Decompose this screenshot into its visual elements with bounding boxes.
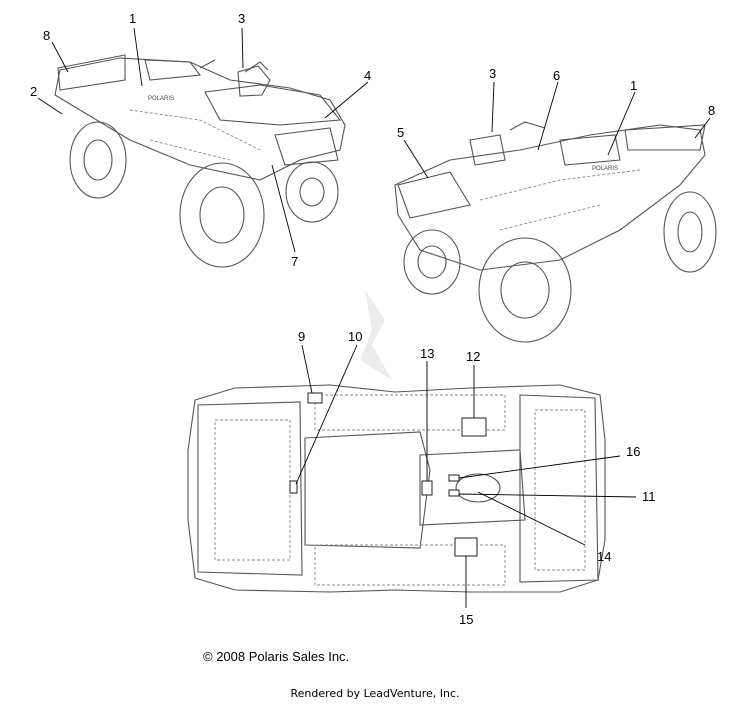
callout-3-left: 3 — [238, 11, 245, 26]
callout-1-left: 1 — [129, 11, 136, 26]
rendered-by-credit: Rendered by LeadVenture, Inc. — [290, 687, 460, 700]
decal-10-location — [289, 480, 298, 494]
callout-2: 2 — [30, 84, 37, 99]
leader-lines — [37, 27, 711, 608]
decal-11-location — [448, 489, 460, 497]
callout-labels: 1 3 8 2 4 7 3 6 1 5 8 9 10 13 12 16 11 1… — [30, 11, 715, 627]
watermark-logo — [360, 290, 392, 380]
callout-6: 6 — [553, 68, 560, 83]
callout-15: 15 — [459, 612, 473, 627]
callout-8-left: 8 — [43, 28, 50, 43]
callout-5: 5 — [397, 125, 404, 140]
decal-15-location — [454, 537, 478, 557]
callout-3-right: 3 — [489, 66, 496, 81]
callout-7: 7 — [291, 254, 298, 269]
decal-9-location — [307, 392, 323, 404]
callout-8-right: 8 — [708, 103, 715, 118]
brand-decal-left: POLARIS — [148, 96, 174, 102]
decal-16-location — [448, 474, 460, 482]
callout-4: 4 — [364, 68, 371, 83]
callout-11: 11 — [642, 489, 656, 504]
callout-13: 13 — [420, 346, 434, 361]
callout-12: 12 — [466, 349, 480, 364]
atv-right-view: POLARIS — [394, 121, 717, 343]
callout-10: 10 — [348, 329, 362, 344]
atv-left-view: POLARIS — [54, 54, 346, 268]
brand-decal-right: POLARIS — [592, 166, 618, 172]
callout-14: 14 — [597, 549, 611, 564]
atv-top-view — [187, 384, 606, 593]
decal-13-location — [421, 480, 433, 496]
callout-1-right: 1 — [630, 78, 637, 93]
copyright-notice: © 2008 Polaris Sales Inc. — [203, 649, 350, 664]
callout-9: 9 — [298, 329, 305, 344]
callout-16: 16 — [626, 444, 640, 459]
decal-12-location — [461, 417, 487, 437]
